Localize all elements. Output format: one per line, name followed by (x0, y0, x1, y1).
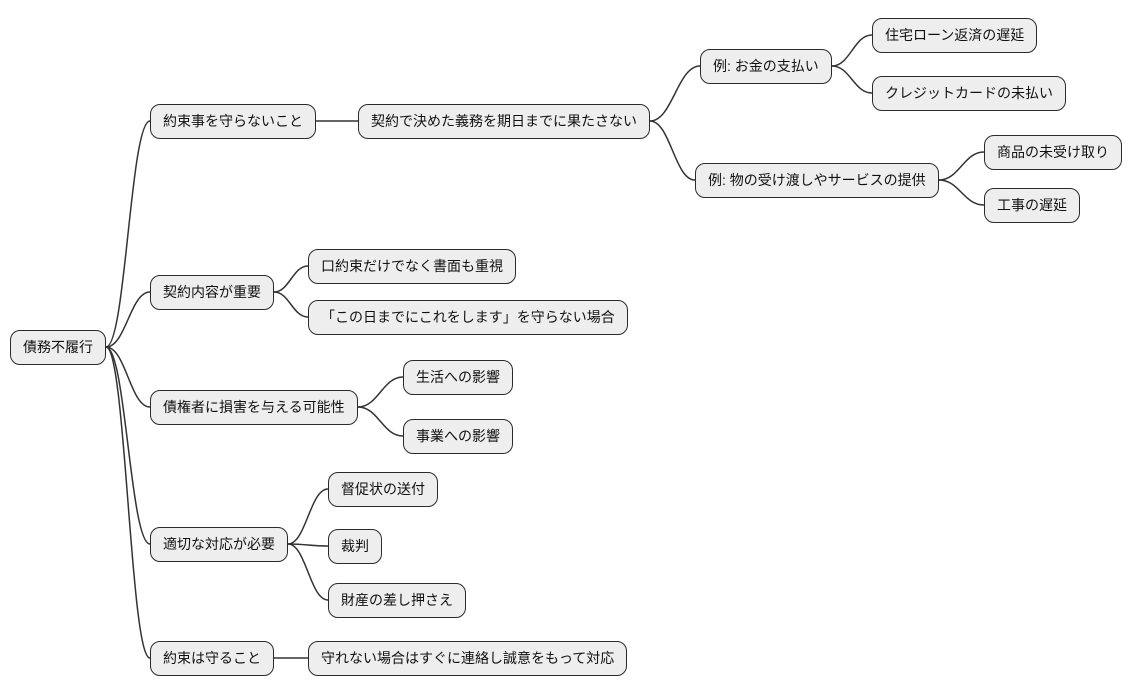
mindmap-node-b4c1: 督促状の送付 (328, 472, 438, 507)
edge-b3-b3c1 (357, 376, 404, 408)
edge-b4-b4c2 (287, 543, 329, 547)
mindmap-node-b1c1c2: 例: 物の受け渡しやサービスの提供 (695, 163, 939, 198)
edge-b2-b2c1 (273, 265, 309, 293)
mindmap-node-b4: 適切な対応が必要 (150, 527, 288, 562)
mindmap-node-b1c1c2b: 工事の遅延 (984, 188, 1080, 223)
edge-b3-b3c2 (357, 406, 404, 437)
mindmap-node-b3: 債権者に損害を与える可能性 (150, 390, 358, 425)
mindmap-node-b3c1: 生活への影響 (403, 360, 513, 395)
mindmap-node-b2c2: 「この日までにこれをします」を守らない場合 (308, 300, 628, 335)
edge-b4-b4c1 (287, 488, 329, 545)
edge-b1c1c1-b1c1c1b (831, 65, 873, 94)
mindmap-node-b2: 契約内容が重要 (150, 275, 274, 310)
edge-b4-b4c3 (287, 543, 329, 601)
mindmap-node-b1c1: 契約で決めた義務を期日までに果たさない (358, 104, 650, 139)
mindmap-node-b5: 約束は守ること (150, 641, 274, 676)
edge-root-b5 (105, 346, 151, 659)
edge-b2-b2c2 (273, 291, 309, 318)
edge-b1c1c2-b1c1c2a (938, 151, 985, 181)
edge-root-b3 (105, 346, 151, 408)
mindmap-node-b1c1c1b: クレジットカードの未払い (872, 76, 1066, 111)
mindmap-node-b1c1c2a: 商品の未受け取り (984, 135, 1122, 170)
edge-root-b1 (105, 120, 151, 348)
edge-root-b2 (105, 291, 151, 348)
mindmap-node-b1c1c1a: 住宅ローン返済の遅延 (872, 18, 1038, 53)
edge-root-b4 (105, 346, 151, 545)
mindmap-node-root: 債務不履行 (10, 330, 106, 365)
mindmap-node-b2c1: 口約束だけでなく書面も重視 (308, 249, 516, 284)
mindmap-node-b1: 約束事を守らないこと (150, 104, 316, 139)
mindmap-node-b5c1: 守れない場合はすぐに連絡し誠意をもって対応 (308, 641, 628, 676)
edge-b1c1c2-b1c1c2b (938, 179, 985, 206)
edge-b1c1-b1c1c2 (649, 120, 696, 181)
edge-b1c1-b1c1c1 (649, 65, 701, 122)
edge-b1c1c1-b1c1c1a (831, 34, 873, 67)
mindmap-node-b4c3: 財産の差し押さえ (328, 583, 466, 618)
mindmap-node-b3c2: 事業への影響 (403, 419, 513, 454)
mindmap-node-b4c2: 裁判 (328, 529, 382, 564)
mindmap-node-b1c1c1: 例: お金の支払い (700, 49, 832, 84)
